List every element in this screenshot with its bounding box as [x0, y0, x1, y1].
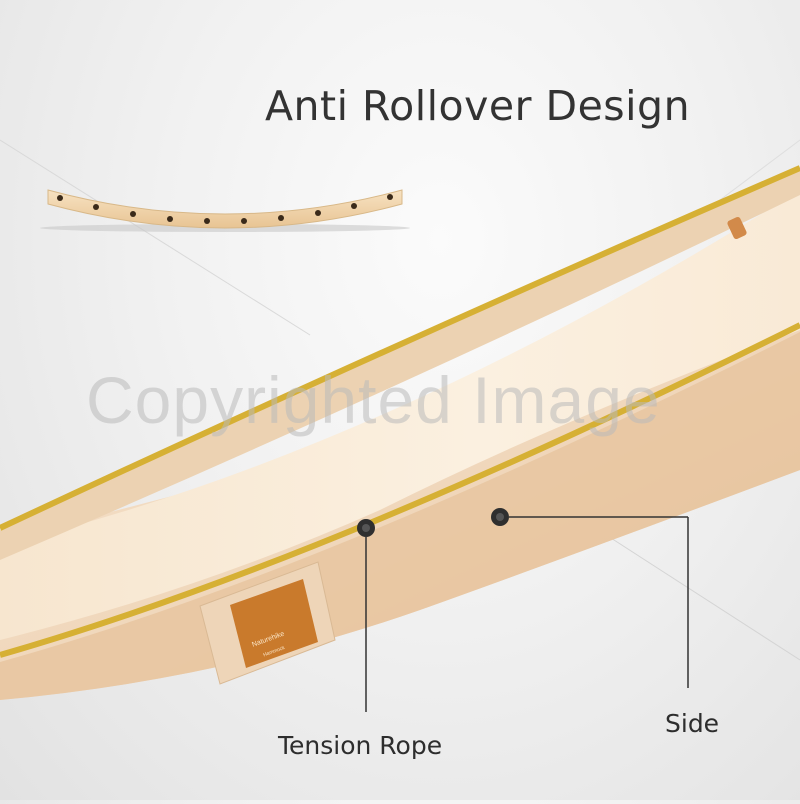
spreader-bar: [40, 189, 410, 232]
callout-side: [491, 508, 689, 688]
brand-tag: [230, 579, 318, 668]
storage-pouch: Naturehike Hammock: [199, 561, 336, 685]
side-label: Side: [665, 709, 720, 738]
watermark-text: Copyrighted Image: [86, 363, 661, 437]
callout-tension-rope: [357, 519, 375, 712]
tension-rope-label: Tension Rope: [278, 731, 443, 760]
page-title: Anti Rollover Design: [265, 82, 691, 130]
top-edge-rope: [0, 165, 800, 531]
background-streak: [0, 139, 311, 336]
hammock-body: [0, 165, 800, 700]
